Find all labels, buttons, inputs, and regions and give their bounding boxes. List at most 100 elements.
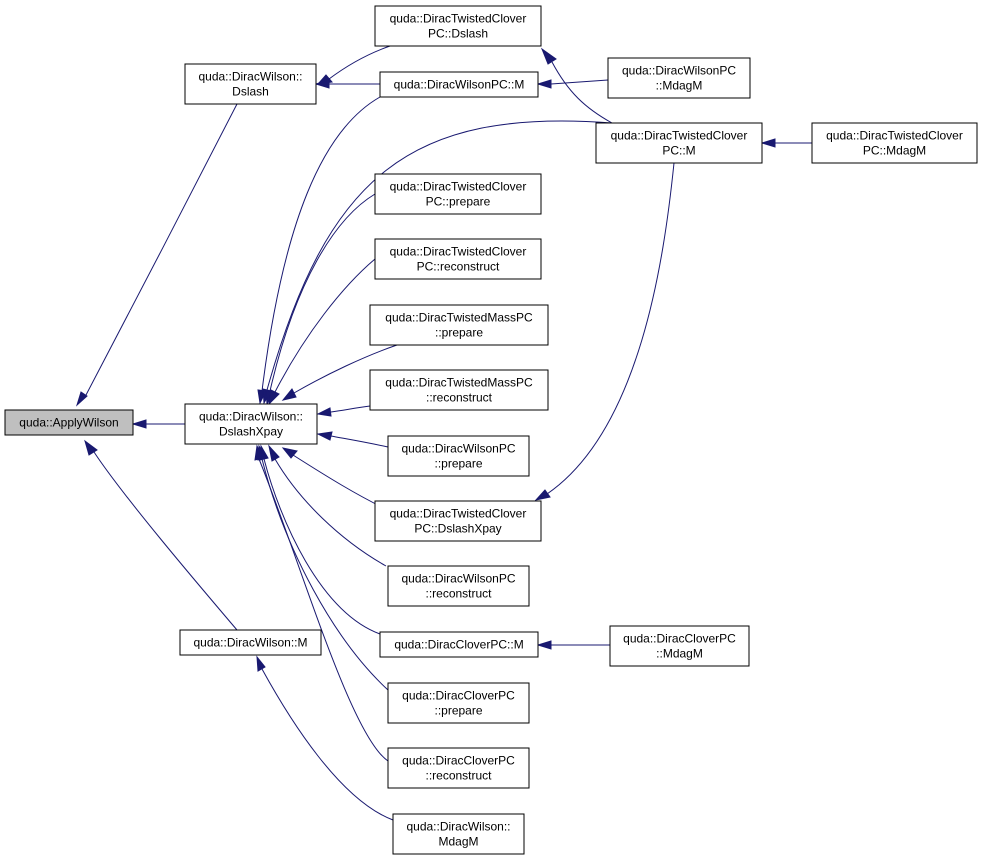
arrowhead-icon (256, 655, 266, 672)
node-label-line: quda::DiracTwistedClover (390, 180, 527, 194)
node-box[interactable] (379, 71, 539, 98)
node-box[interactable] (184, 63, 317, 105)
arrowhead-icon (84, 439, 98, 456)
node-label-line: ::MdagM (656, 647, 703, 661)
node-label-line: quda::DiracWilsonPC (401, 572, 515, 586)
edge-wilson_dslash-to-apply_wilson (85, 103, 238, 396)
node-box[interactable] (374, 238, 542, 280)
edge-tc_pc_prepare-to-wilson_dslashxpay (269, 193, 376, 392)
edge-tc_pc_reconstruct-to-wilson_dslashxpay (274, 258, 376, 393)
node-box[interactable] (595, 122, 763, 164)
node-wilson-pc-mdagm[interactable]: quda::DiracWilsonPC::MdagM (607, 57, 751, 99)
node-label-line: ::reconstruct (425, 769, 492, 783)
node-tm-pc-reconstruct[interactable]: quda::DiracTwistedMassPC::reconstruct (369, 369, 549, 411)
node-box[interactable] (387, 747, 530, 789)
node-box[interactable] (179, 629, 322, 656)
node-label-line: quda::DiracCloverPC (402, 754, 515, 768)
arrowhead-icon (540, 47, 557, 65)
node-label-line: quda::DiracWilson:: (406, 820, 510, 834)
node-box[interactable] (387, 682, 530, 724)
node-wilson-dslashxpay[interactable]: quda::DiracWilson::DslashXpay (184, 403, 318, 445)
node-wilson-pc-prepare[interactable]: quda::DiracWilsonPC::prepare (387, 435, 530, 477)
arrowhead-icon (314, 79, 330, 89)
nodes-layer: quda::ApplyWilsonquda::DiracWilson::Dsla… (4, 5, 978, 855)
node-label-line: quda::DiracCloverPC::M (394, 638, 523, 652)
node-clover-pc-prepare[interactable]: quda::DiracCloverPC::prepare (387, 682, 530, 724)
edge-tc_pc_m-to-tc_pc_dslash (551, 61, 613, 124)
edge-tc_pc_m-to-wilson_dslashxpay (266, 120, 613, 391)
edge-wilson_pc_mdagm-to-wilson_pc_m (550, 79, 609, 85)
arrowhead-icon (316, 407, 332, 417)
node-label-line: ::MdagM (656, 79, 703, 93)
node-label-line: quda::DiracCloverPC (623, 632, 736, 646)
node-wilson-m[interactable]: quda::DiracWilson::M (179, 629, 322, 656)
node-wilson-dslash[interactable]: quda::DiracWilson::Dslash (184, 63, 317, 105)
node-label-line: ::reconstruct (426, 391, 493, 405)
node-label-line: ::prepare (434, 457, 482, 471)
edge-wilson_pc_m-to-wilson_dslashxpay (261, 96, 381, 392)
node-wilson-pc-m[interactable]: quda::DiracWilsonPC::M (379, 71, 539, 98)
node-label-line: quda::DiracTwistedMassPC (385, 376, 533, 390)
arrowhead-icon (316, 431, 333, 441)
node-label-line: PC::M (662, 144, 695, 158)
node-box[interactable] (374, 500, 542, 542)
arrowhead-icon (131, 419, 147, 429)
node-label-line: Dslash (232, 85, 269, 99)
node-wilson-pc-reconstruct[interactable]: quda::DiracWilsonPC::reconstruct (387, 565, 530, 607)
node-box[interactable] (387, 565, 530, 607)
node-label-line: PC::DslashXpay (414, 522, 501, 536)
arrowhead-icon (281, 447, 298, 459)
arrowhead-icon (281, 388, 297, 401)
node-label-line: quda::DiracTwistedClover (390, 12, 527, 26)
edge-wilson_pc_prepare-to-wilson_dslashxpay (330, 435, 389, 448)
node-label-line: PC::MdagM (863, 144, 926, 158)
node-box[interactable] (387, 435, 530, 477)
arrowhead-icon (254, 444, 264, 461)
node-box[interactable] (374, 5, 542, 47)
edge-tc_pc_m-to-tc_pc_dslashxpay (546, 162, 675, 495)
node-box[interactable] (609, 625, 750, 667)
node-box[interactable] (607, 57, 751, 99)
node-label-line: quda::DiracTwistedClover (390, 245, 527, 259)
node-clover-pc-m[interactable]: quda::DiracCloverPC::M (379, 631, 539, 658)
node-label-line: quda::DiracTwistedMassPC (385, 311, 533, 325)
node-box[interactable] (374, 173, 542, 215)
node-label-line: quda::DiracWilsonPC::M (394, 78, 525, 92)
arrowhead-icon (75, 391, 88, 407)
arrowhead-icon (268, 389, 280, 406)
edge-tm_pc_prepare-to-wilson_dslashxpay (293, 344, 398, 394)
edge-wilson_pc_reconstruct-to-wilson_dslashxpay (274, 458, 387, 567)
node-wilson-mdagm[interactable]: quda::DiracWilson::MdagM (392, 813, 525, 855)
node-box[interactable] (392, 813, 525, 855)
node-clover-pc-reconstruct[interactable]: quda::DiracCloverPC::reconstruct (387, 747, 530, 789)
edge-tm_pc_reconstruct-to-wilson_dslashxpay (330, 405, 371, 413)
node-label-line: quda::DiracWilson::M (193, 636, 307, 650)
node-label-line: quda::DiracWilson:: (198, 70, 302, 84)
node-label-line: ::prepare (435, 326, 483, 340)
arrowhead-icon (268, 444, 280, 462)
node-box[interactable] (369, 304, 549, 346)
node-label-line: ::prepare (434, 704, 482, 718)
node-apply-wilson[interactable]: quda::ApplyWilson (4, 409, 134, 436)
node-label-line: MdagM (438, 835, 478, 849)
node-label-line: PC::reconstruct (417, 260, 500, 274)
edge-clover_pc_reconstruct-to-wilson_dslashxpay (258, 458, 389, 762)
node-tm-pc-prepare[interactable]: quda::DiracTwistedMassPC::prepare (369, 304, 549, 346)
node-box[interactable] (184, 403, 318, 445)
node-label-line: quda::DiracTwistedClover (611, 129, 748, 143)
node-clover-pc-mdagm[interactable]: quda::DiracCloverPC::MdagM (609, 625, 750, 667)
node-label-line: quda::ApplyWilson (19, 416, 118, 430)
node-box[interactable] (4, 409, 134, 436)
node-label-line: quda::DiracWilsonPC (622, 64, 736, 78)
edges-layer (75, 45, 812, 821)
node-box[interactable] (811, 122, 978, 164)
node-box[interactable] (379, 631, 539, 658)
arrowhead-icon (536, 640, 552, 650)
node-box[interactable] (369, 369, 549, 411)
